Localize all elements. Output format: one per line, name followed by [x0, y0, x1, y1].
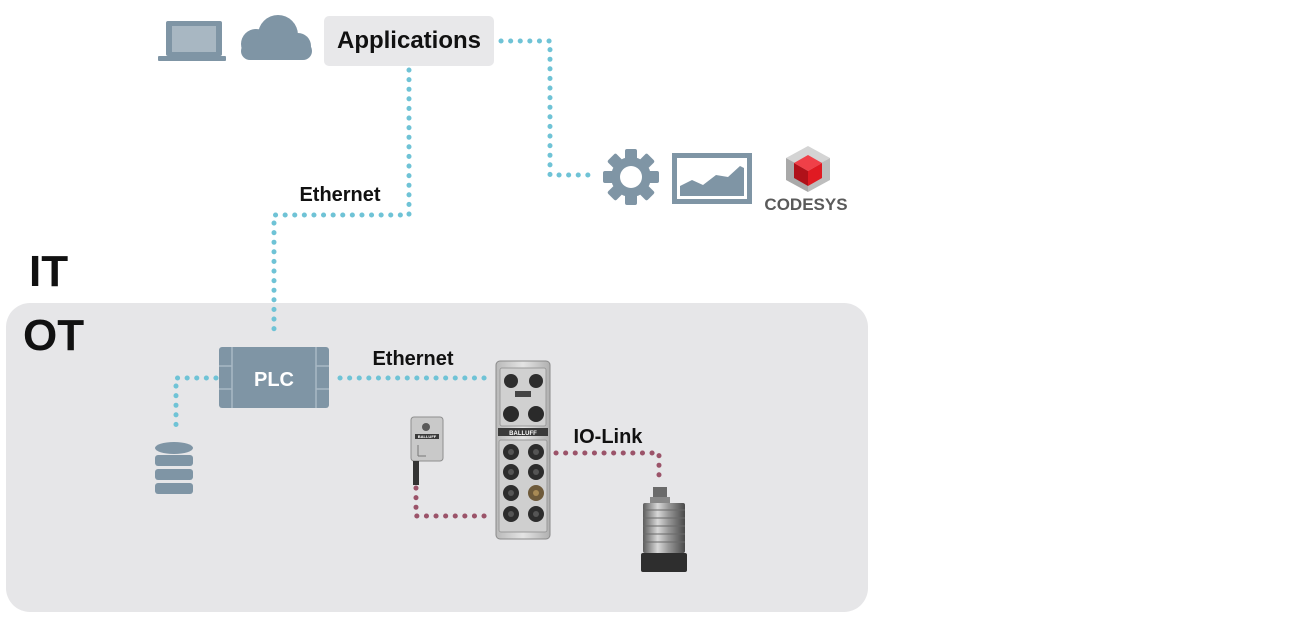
codesys-label: CODESYS — [764, 195, 847, 214]
ot-zone-label: OT — [23, 311, 84, 360]
inductive-sensor-icon — [641, 487, 687, 572]
master-brand-label: BALLUFF — [509, 431, 537, 437]
plc-label: PLC — [254, 369, 294, 391]
ethernet-label-ot: Ethernet — [372, 348, 453, 370]
master-port-grid — [503, 444, 544, 522]
ethernet-line-plc-to-database — [173, 375, 219, 436]
photoelectric-sensor-icon: BALLUFF — [410, 416, 444, 485]
ethernet-line-apps-to-plc — [271, 67, 412, 339]
iolink-line-master-to-inductive — [553, 450, 662, 486]
codesys-logo-icon: CODESYS — [764, 146, 848, 214]
ethernet-line-apps-to-tools — [498, 38, 599, 178]
io-link-master-icon: BALLUFF — [495, 360, 551, 540]
ethernet-label-it: Ethernet — [299, 184, 380, 206]
sensor-brand-label: BALLUFF — [418, 434, 437, 439]
it-zone-label: IT — [29, 247, 68, 296]
applications-box: Applications — [324, 16, 494, 66]
database-icon — [155, 442, 193, 494]
laptop-icon — [158, 21, 226, 61]
plc-icon: PLC — [219, 347, 329, 408]
iolink-label: IO-Link — [574, 426, 644, 448]
cloud-icon — [241, 15, 312, 60]
chart-monitor-icon — [672, 153, 752, 204]
iolink-line-photo-to-master — [413, 485, 493, 519]
ethernet-links — [173, 38, 599, 436]
applications-label: Applications — [337, 27, 481, 54]
iolink-links — [413, 450, 662, 519]
gear-icon — [603, 149, 659, 205]
